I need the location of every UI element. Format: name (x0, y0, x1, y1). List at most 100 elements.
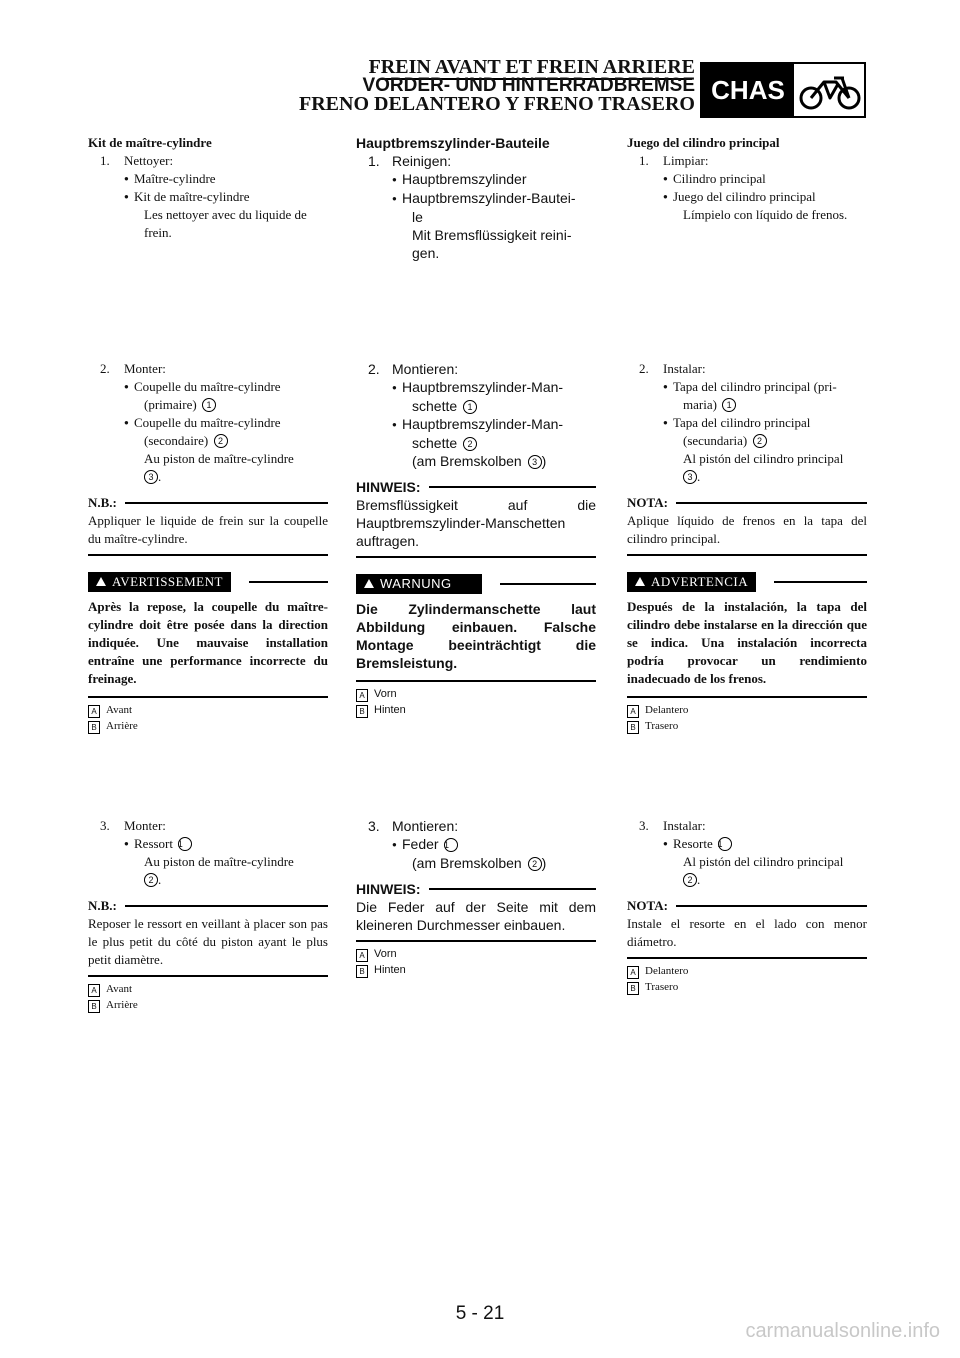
legend-key-a: A (627, 966, 639, 979)
step-text: . (158, 469, 162, 484)
column-es: Juego del cilindro principal 1.Limpiar: … (627, 134, 867, 224)
callout-2: 2 (213, 434, 228, 448)
step-number: 2. (368, 361, 380, 377)
callout-1: 1 (717, 837, 732, 851)
step-number: 3. (368, 818, 380, 834)
header-title-de: VORDER- UND HINTERRADBREMSE (362, 75, 695, 96)
list-item: Tapa del cilindro principal (627, 414, 867, 432)
list-item-text: (secondaire) (144, 433, 209, 448)
step-number: 1. (368, 153, 380, 169)
header-title-es: FRENO DELANTERO Y FRENO TRASERO (299, 93, 695, 115)
legend-key-a: A (627, 705, 639, 718)
list-item: Hauptbremszylinder-Man- (356, 378, 596, 397)
watermark: carmanualsonline.info (745, 1320, 940, 1342)
callout-1: 1 (722, 398, 737, 412)
section-title: Hauptbremszylinder-Bauteile (356, 135, 550, 151)
note-header: HINWEIS: (356, 478, 596, 496)
warning-icon (635, 577, 645, 586)
callout-3: 3 (527, 455, 542, 469)
list-item: Maître-cylindre (88, 170, 328, 188)
list-item: Coupelle du maître-cylindre (88, 414, 328, 432)
list-item-text: (primaire) (144, 397, 197, 412)
callout-2: 2 (527, 857, 542, 871)
note-text: Bremsflüssigkeit auf die Hauptbremszylin… (356, 496, 596, 558)
warning-badge: AVERTISSEMENT (88, 572, 231, 592)
note-text: Appliquer le liquide de frein sur la cou… (88, 512, 328, 556)
list-item: Resorte 1 (627, 835, 867, 853)
list-item-text: schette (412, 435, 458, 451)
step-number: 2. (100, 361, 110, 376)
step-text: . (697, 872, 701, 887)
list-item-text: le (412, 209, 423, 225)
list-item-text: maria) (683, 397, 717, 412)
warning-header: WARNUNG (356, 574, 596, 594)
step-number: 3. (639, 818, 649, 833)
column-es-step3: 3.Instalar: Resorte 1 Al pistón del cili… (627, 817, 867, 995)
legend-key-a: A (88, 984, 100, 997)
legend-key-b: B (356, 705, 368, 718)
legend-key-a: A (356, 949, 368, 962)
list-item: Coupelle du maître-cylindre (88, 378, 328, 396)
list-item: Hauptbremszylinder (356, 170, 596, 189)
step-text: . (697, 469, 701, 484)
list-item: Cilindro principal (627, 170, 867, 188)
step-number: 1. (639, 153, 649, 168)
warning-icon (364, 579, 374, 588)
note-text: Instale el resorte en el lado con menor … (627, 915, 867, 959)
callout-2: 2 (683, 873, 697, 887)
note-header: N.B.: (88, 897, 328, 915)
column-fr-step2: 2. Monter: Coupelle du maître-cylindre (p… (88, 360, 328, 734)
column-es-step2: 2.Instalar: Tapa del cilindro principal … (627, 360, 867, 734)
section-badge-label: CHAS (702, 64, 794, 116)
step-label: Montieren: (392, 818, 459, 834)
list-item: Feder 1 (356, 835, 596, 854)
step-label: Montieren: (392, 361, 459, 377)
step-label: Instalar: (663, 361, 706, 376)
column-fr-step3: 3.Monter: Ressort 1 Au piston de maître-… (88, 817, 328, 1013)
step-number: 1. (100, 153, 110, 168)
warning-icon (96, 577, 106, 586)
legend-key-b: B (627, 721, 639, 734)
step-number: 3. (100, 818, 110, 833)
callout-2: 2 (463, 437, 478, 451)
callout-2: 2 (752, 434, 767, 448)
column-fr: Kit de maître-cylindre 1.Nettoyer: Maîtr… (88, 134, 328, 242)
motorcycle-icon (799, 76, 861, 110)
step-text: Les nettoyer avec du liquide de (144, 207, 307, 222)
list-item-text: (secundaria) (683, 433, 748, 448)
legend-key-a: A (88, 705, 100, 718)
warning-text: Après la repose, la coupelle du maître-c… (88, 592, 328, 698)
list-item: Juego del cilindro principal (627, 188, 867, 206)
callout-1: 1 (201, 398, 216, 412)
header-title-fr: FREIN AVANT ET FREIN ARRIERE (368, 56, 695, 78)
list-item: Ressort 1 (88, 835, 328, 853)
list-item: Hauptbremszylinder-Bautei- (356, 189, 596, 208)
warning-header: ADVERTENCIA (627, 572, 867, 592)
step-text: (am Bremskolben (412, 855, 522, 871)
note-header: HINWEIS: (356, 880, 596, 898)
section-title: Juego del cilindro principal (627, 135, 780, 150)
step-text: (am Bremskolben (412, 453, 522, 469)
callout-1: 1 (178, 837, 193, 851)
note-text: Die Feder auf der Seite mit dem kleinere… (356, 898, 596, 942)
step-text: Al pistón del cilindro principal (683, 451, 844, 466)
note-header: N.B.: (88, 494, 328, 512)
step-text: . (158, 872, 162, 887)
header-rule (380, 78, 692, 80)
step-label: Monter: (124, 361, 166, 376)
warning-text: Después de la instalación, la tapa del c… (627, 592, 867, 698)
legend-key-a: A (356, 689, 368, 702)
step-text: Au piston de maître-cylindre (144, 451, 294, 466)
step-number: 2. (639, 361, 649, 376)
note-header: NOTA: (627, 897, 867, 915)
step-text: gen. (412, 245, 440, 261)
callout-2: 2 (144, 873, 158, 887)
step-label: Monter: (124, 818, 166, 833)
note-text: Reposer le ressort en veillant à placer … (88, 915, 328, 977)
